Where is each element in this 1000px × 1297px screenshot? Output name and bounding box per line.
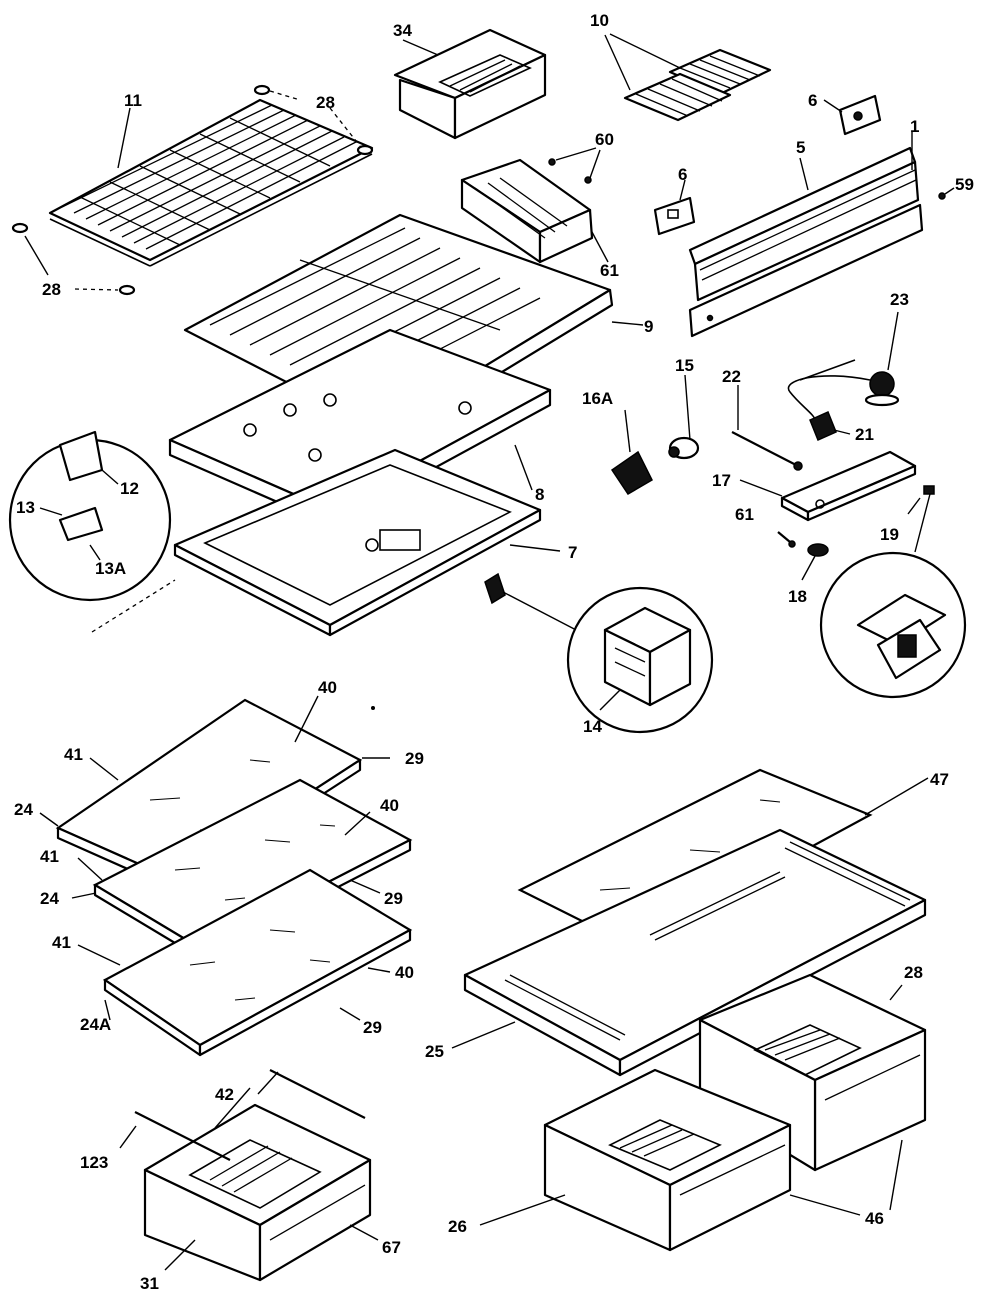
label-47: 47 [930,770,949,789]
label-40-top: 40 [318,678,337,697]
part-6-bracket-top [823,94,882,136]
label-13: 13 [16,498,35,517]
label-17: 17 [712,471,731,490]
part-34-ice-bin [393,28,547,140]
label-13a: 13A [95,559,126,578]
label-10: 10 [590,11,609,30]
label-41-middle: 41 [40,847,59,866]
label-15: 15 [675,356,694,375]
crisper-drawer-left [479,1068,903,1252]
label-24a: 24A [80,1015,111,1034]
part-23-thermostat [787,311,900,421]
label-42: 42 [215,1085,234,1104]
label-61-duct: 61 [600,261,619,280]
label-22: 22 [722,367,741,386]
label-5: 5 [796,138,805,157]
crisper-drawer-right [698,973,927,1172]
stray-mark [371,706,375,710]
label-41-bottom: 41 [52,933,71,952]
label-26: 26 [448,1217,467,1236]
label-28-crisper: 28 [904,963,923,982]
label-12: 12 [120,479,139,498]
label-11: 11 [124,91,142,110]
label-6-lower: 6 [678,165,687,184]
part-22-rod [731,385,803,471]
part-18-knob [801,543,829,581]
part-19-switch [819,485,967,699]
label-28-left: 28 [42,280,61,299]
part-61-air-duct [460,147,609,264]
label-9: 9 [644,317,653,336]
label-123: 123 [80,1153,108,1172]
label-6-top: 6 [808,91,817,110]
label-41-top: 41 [64,745,83,764]
label-21: 21 [855,425,874,444]
part-16a-socket [610,409,653,496]
part-61-screw-lower [777,531,796,548]
label-23: 23 [890,290,909,309]
label-61-lower: 61 [735,505,754,524]
label-40-bottom: 40 [395,963,414,982]
label-7: 7 [568,543,577,562]
label-29-middle: 29 [384,889,403,908]
part-17-housing [739,450,917,522]
part-25-crisper-frame [451,828,927,1077]
label-59: 59 [955,175,974,194]
label-29-bottom: 29 [363,1018,382,1037]
leader-11 [117,107,131,169]
label-40-middle: 40 [380,796,399,815]
shelf-bottom [77,868,413,1057]
part-7-pan [173,448,561,637]
detail-12-13 [8,430,176,633]
part-28-clips [11,84,374,296]
part-21-clip [809,410,851,442]
label-25: 25 [425,1042,444,1061]
detail-14-damper [484,572,714,734]
part-15-bulb [668,374,700,460]
label-60: 60 [595,130,614,149]
part-5-rail [688,146,920,302]
label-34: 34 [393,21,412,40]
part-11-wire-shelf [48,98,374,267]
meat-drawer [119,1069,379,1282]
part-6-bracket-lower [653,179,696,236]
label-31: 31 [140,1274,159,1293]
callout-labels: 11 28 28 34 10 6 60 61 5 1 6 59 9 23 22 … [14,11,974,1293]
label-24-middle: 24 [40,889,59,908]
label-46: 46 [865,1209,884,1228]
label-14: 14 [583,717,602,736]
label-8: 8 [535,485,544,504]
label-19: 19 [880,525,899,544]
label-18: 18 [788,587,807,606]
label-28-top: 28 [316,93,335,112]
label-29-top: 29 [405,749,424,768]
label-1: 1 [910,117,919,136]
part-1-trim [688,132,924,338]
label-24-top: 24 [14,800,33,819]
part-59-screw [938,187,955,200]
part-10-ice-trays [604,33,772,122]
label-67: 67 [382,1238,401,1257]
label-16a: 16A [582,389,613,408]
